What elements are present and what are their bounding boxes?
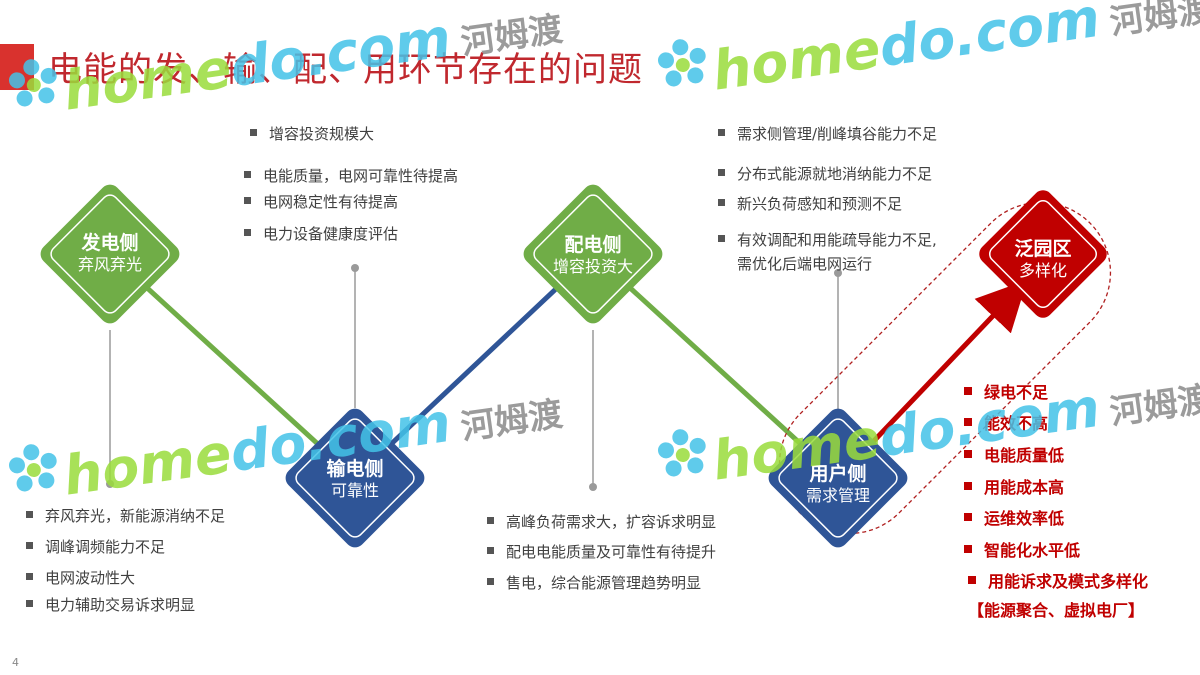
pin-dot-generation bbox=[106, 480, 114, 488]
bullet-square-icon bbox=[244, 171, 251, 178]
bullet-square-icon bbox=[26, 600, 33, 607]
bullet-square-icon bbox=[250, 129, 257, 136]
bullet-square-icon bbox=[26, 511, 33, 518]
bullet-square-icon bbox=[964, 450, 972, 458]
list-item: 需求侧管理/削峰填谷能力不足 bbox=[718, 125, 937, 144]
list-item: 电网稳定性有待提高 bbox=[244, 193, 398, 212]
bullet-square-icon bbox=[244, 229, 251, 236]
list-item: 有效调配和用能疏导能力不足, bbox=[718, 231, 937, 250]
node-distribution-title: 配电侧 bbox=[564, 234, 622, 256]
flower-logo-icon bbox=[7, 59, 67, 122]
bullet-square-icon bbox=[964, 482, 972, 490]
pin-dot-consumption bbox=[834, 269, 842, 277]
page-number: 4 bbox=[12, 656, 19, 669]
bullet-square-icon bbox=[968, 576, 976, 584]
pin-dot-distribution bbox=[589, 483, 597, 491]
list-item: 增容投资规模大 bbox=[250, 125, 374, 144]
list-item: 电能质量，电网可靠性待提高 bbox=[244, 167, 458, 186]
bullet-square-icon bbox=[718, 129, 725, 136]
list-item: 高峰负荷需求大，扩容诉求明显 bbox=[487, 513, 716, 532]
park-issue-item: 智能化水平低 bbox=[964, 537, 1080, 561]
node-transmission-subtitle: 可靠性 bbox=[330, 480, 379, 500]
bullet-square-icon bbox=[487, 517, 494, 524]
flower-logo-icon bbox=[7, 444, 67, 507]
park-issue-item: 绿电不足 bbox=[964, 379, 1048, 403]
list-item: 调峰调频能力不足 bbox=[26, 538, 165, 557]
node-consumption-subtitle: 需求管理 bbox=[805, 485, 870, 505]
node-distribution-subtitle: 增容投资大 bbox=[552, 256, 633, 276]
flower-logo-icon bbox=[656, 39, 716, 102]
bullet-square-icon bbox=[487, 578, 494, 585]
node-park-title: 泛园区 bbox=[1014, 238, 1072, 260]
bullet-square-icon bbox=[718, 169, 725, 176]
list-item: 新兴负荷感知和预测不足 bbox=[718, 195, 902, 214]
bullet-square-icon bbox=[964, 418, 972, 426]
arrow-consumption-park bbox=[868, 279, 1028, 447]
list-item-continuation: 需优化后端电网运行 bbox=[737, 255, 873, 273]
park-issue-item: 电能质量低 bbox=[964, 442, 1064, 466]
list-item: 配电电能质量及可靠性有待提升 bbox=[487, 543, 716, 562]
park-issue-item: 用能成本高 bbox=[964, 474, 1064, 498]
node-park-subtitle: 多样化 bbox=[1018, 260, 1067, 280]
node-generation: 发电侧 弃风弃光 bbox=[50, 232, 170, 274]
bullet-square-icon bbox=[718, 199, 725, 206]
bullet-square-icon bbox=[26, 542, 33, 549]
node-distribution-shape bbox=[523, 184, 663, 324]
list-item: 电力辅助交易诉求明显 bbox=[26, 596, 195, 615]
park-issue-item: 运维效率低 bbox=[964, 505, 1064, 529]
node-transmission-shape bbox=[285, 408, 425, 548]
list-item: 售电，综合能源管理趋势明显 bbox=[487, 574, 701, 593]
node-park: 泛园区 多样化 bbox=[983, 238, 1103, 280]
bullet-square-icon bbox=[964, 513, 972, 521]
flower-logo-icon bbox=[656, 429, 716, 492]
node-generation-title: 发电侧 bbox=[81, 232, 139, 254]
link-generation-transmission bbox=[108, 252, 357, 480]
node-generation-subtitle: 弃风弃光 bbox=[77, 254, 142, 274]
list-item: 分布式能源就地消纳能力不足 bbox=[718, 165, 932, 184]
node-consumption-shape bbox=[768, 408, 908, 548]
bullet-square-icon bbox=[718, 235, 725, 242]
link-transmission-distribution bbox=[353, 252, 595, 480]
park-issue-item: 用能诉求及模式多样化 bbox=[968, 568, 1148, 592]
park-note: 【能源聚合、虚拟电厂】 bbox=[968, 601, 1145, 620]
node-consumption-title: 用户侧 bbox=[809, 463, 867, 485]
bullet-square-icon bbox=[487, 547, 494, 554]
bullet-square-icon bbox=[244, 197, 251, 204]
node-park-shape bbox=[979, 190, 1107, 318]
list-item: 电力设备健康度评估 bbox=[244, 225, 398, 244]
node-distribution: 配电侧 增容投资大 bbox=[533, 234, 653, 276]
node-transmission: 输电侧 可靠性 bbox=[295, 458, 415, 500]
list-item: 弃风弃光，新能源消纳不足 bbox=[26, 507, 225, 526]
node-transmission-title: 输电侧 bbox=[326, 458, 384, 480]
bullet-square-icon bbox=[26, 573, 33, 580]
page-title: 电能的发、输、配、用环节存在的问题 bbox=[48, 50, 643, 90]
list-item: 电网波动性大 bbox=[26, 569, 135, 588]
pin-dot-transmission bbox=[351, 264, 359, 272]
park-issue-item: 能效不高 bbox=[964, 410, 1048, 434]
node-consumption: 用户侧 需求管理 bbox=[778, 463, 898, 505]
link-distribution-consumption bbox=[591, 252, 840, 480]
bullet-square-icon bbox=[964, 387, 972, 395]
bullet-square-icon bbox=[964, 545, 972, 553]
node-generation-shape bbox=[40, 184, 180, 324]
